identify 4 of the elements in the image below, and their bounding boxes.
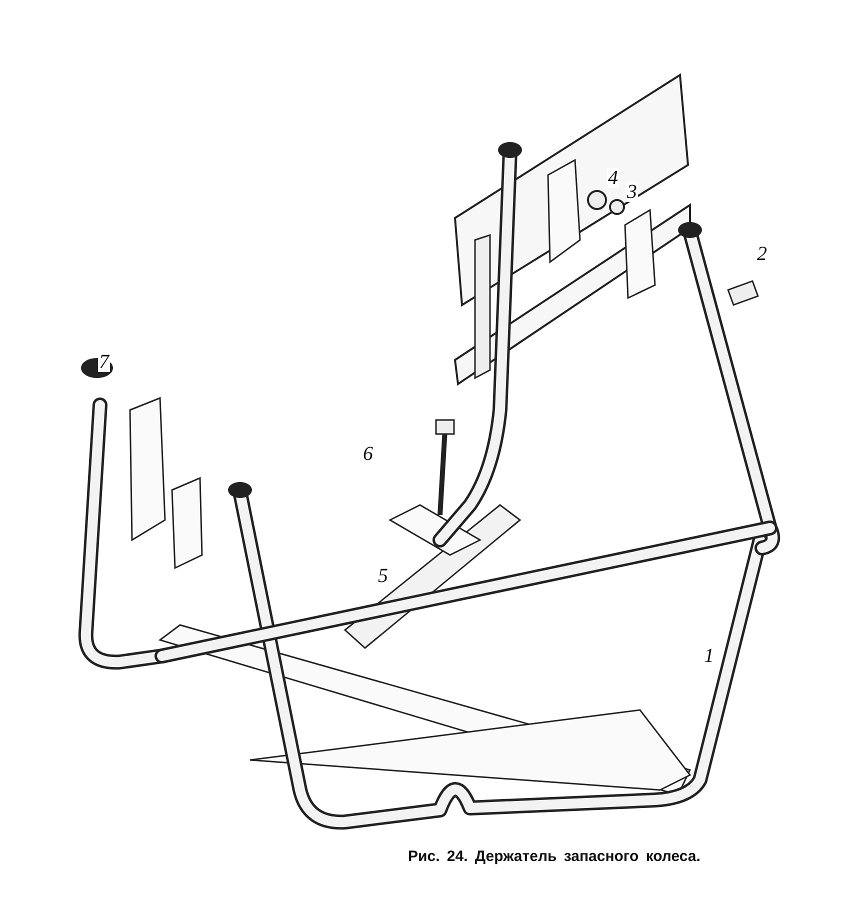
figure-caption: Рис. 24. Держатель запасного колеса. (408, 848, 700, 865)
callout-number: 3 (626, 182, 638, 202)
callout-number: 4 (607, 168, 619, 188)
callout-number: 7 (98, 352, 110, 372)
